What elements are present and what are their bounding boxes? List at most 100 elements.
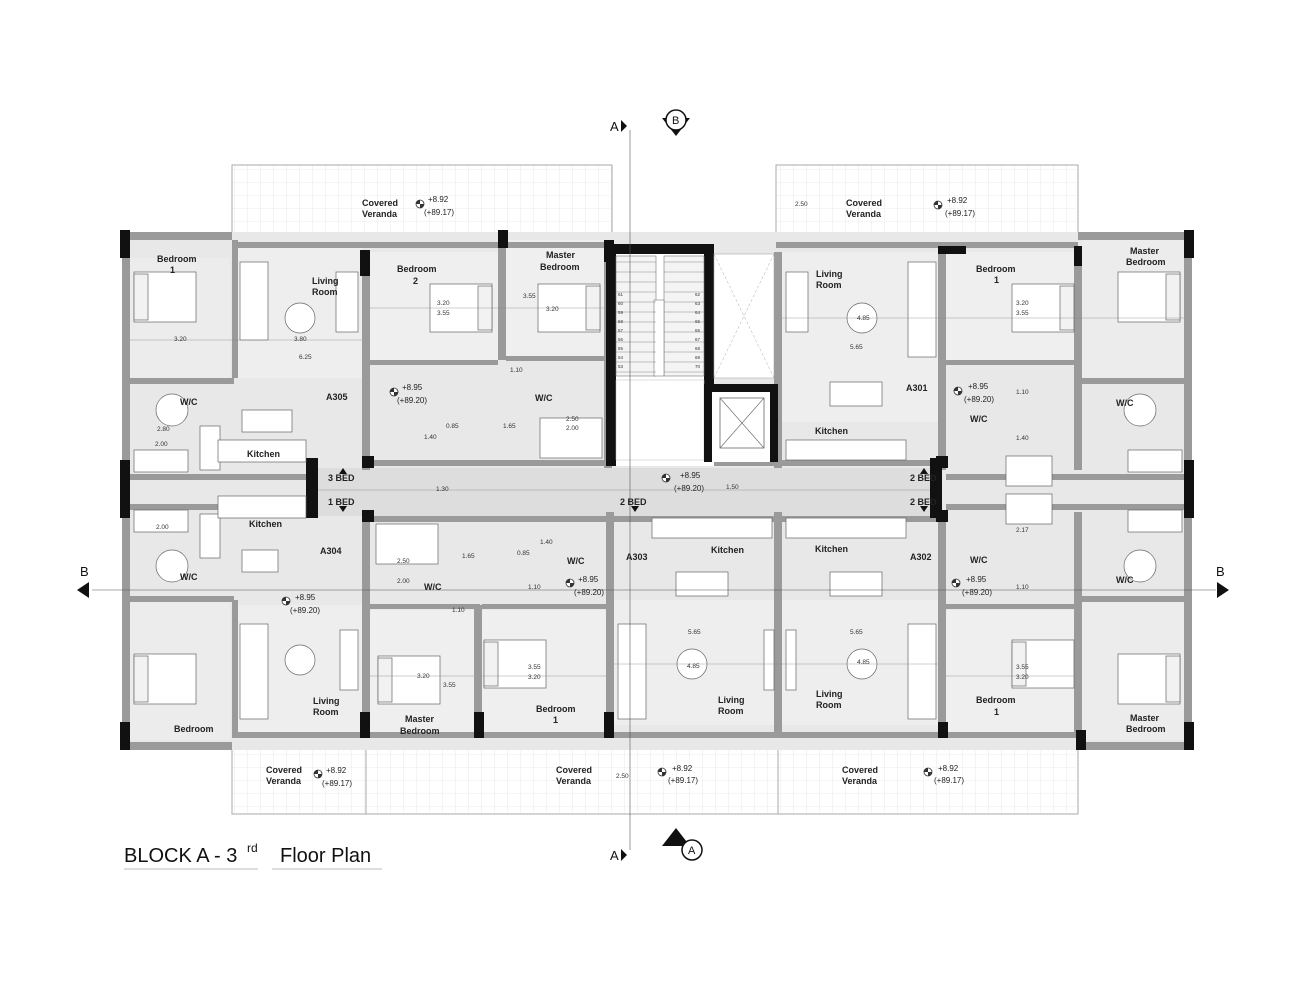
dim: 3.20: [1016, 674, 1029, 681]
dim: 5.65: [688, 629, 701, 636]
stair-core: [606, 244, 778, 466]
master-label: Master: [1130, 713, 1160, 723]
dim: 3.20: [546, 306, 559, 313]
dim: 0.85: [517, 550, 530, 557]
wc-label: W/C: [1116, 575, 1134, 585]
level-symbol: [281, 596, 291, 606]
dim: 2.00: [397, 578, 410, 585]
dim: 2.50: [795, 201, 808, 208]
wc-label: W/C: [567, 556, 585, 566]
dim: 3.55: [1016, 310, 1029, 317]
dim: 1.10: [1016, 584, 1029, 591]
dim: 2.50: [397, 558, 410, 565]
dim: 4.85: [857, 315, 870, 322]
veranda-label: Veranda: [556, 776, 592, 786]
dim: 1.65: [503, 423, 516, 430]
kitchen-label: Kitchen: [815, 426, 848, 436]
level-value: +8.92: [672, 764, 693, 773]
bedroom-label: Bedroom: [536, 704, 576, 714]
title-sup: rd: [247, 841, 258, 855]
wc-label: W/C: [180, 572, 198, 582]
dim: 1.40: [424, 434, 437, 441]
living-label: Living: [312, 276, 339, 286]
dim: 2.50: [566, 416, 579, 423]
level-symbol: [951, 578, 961, 588]
bedroom-number: 1: [170, 265, 175, 275]
dim: 3.55: [437, 310, 450, 317]
title-end: Floor Plan: [280, 845, 371, 867]
level-abs: (+89.20): [397, 396, 427, 405]
level-symbol: [933, 200, 943, 210]
section-b-left: B: [80, 564, 89, 579]
unit-a303: A303: [626, 552, 648, 562]
bedroom-label: Bedroom: [400, 726, 440, 736]
bedroom-label: Bedroom: [540, 262, 580, 272]
veranda-label: Veranda: [362, 209, 398, 219]
dim: 5.65: [850, 629, 863, 636]
level-abs: (+89.17): [934, 776, 964, 785]
stair-step-numbers: 61 60 59 58 57 56 55 54 53 62 63 64 65 6…: [618, 292, 701, 369]
dim: 2.00: [156, 524, 169, 531]
dim: 3.55: [443, 682, 456, 689]
kitchen-label: Kitchen: [711, 545, 744, 555]
wc-label: W/C: [535, 393, 553, 403]
level-symbol: [313, 769, 323, 779]
level-value: +8.95: [680, 471, 701, 480]
dim: 1.65: [462, 553, 475, 560]
veranda-label: Veranda: [842, 776, 878, 786]
dim: 6.25: [299, 354, 312, 361]
level-symbol: [415, 199, 425, 209]
wc-label: W/C: [180, 397, 198, 407]
dim: 3.20: [417, 673, 430, 680]
level-symbol: [661, 473, 671, 483]
wc-label: W/C: [970, 555, 988, 565]
master-label: Master: [1130, 246, 1160, 256]
level-abs: (+89.17): [668, 776, 698, 785]
dim: 2.80: [157, 426, 170, 433]
living-label: Living: [816, 269, 843, 279]
dim: 3.55: [523, 293, 536, 300]
section-a-bottom-circle: A: [688, 845, 696, 857]
level-symbol: [923, 767, 933, 777]
stair-num: 57: [618, 328, 624, 333]
unit-a304: A304: [320, 546, 342, 556]
level-symbol: [953, 386, 963, 396]
section-a-bottom: A: [610, 848, 619, 863]
stair-num: 59: [618, 310, 624, 315]
corridor-2bed: 2 BED: [910, 473, 937, 483]
level-symbol: [657, 767, 667, 777]
dim: 4.85: [857, 659, 870, 666]
dim: 1.10: [452, 607, 465, 614]
dim: 3.80: [294, 336, 307, 343]
veranda-label: Covered: [266, 765, 302, 775]
dim: 4.85: [687, 663, 700, 670]
stair-num: 58: [618, 319, 624, 324]
living-label: Room: [816, 280, 842, 290]
bedroom-label: Bedroom: [1126, 724, 1166, 734]
dim: 2.17: [1016, 527, 1029, 534]
stair-num: 63: [695, 301, 701, 306]
level-value: +8.95: [402, 383, 423, 392]
stair-num: 70: [695, 364, 701, 369]
dim: 1.30: [436, 486, 449, 493]
unit-labels: A305 A301 A304 A303 A302: [320, 383, 932, 562]
dim: 1.10: [1016, 389, 1029, 396]
level-value: +8.92: [428, 195, 449, 204]
corridor-2bed: 2 BED: [910, 497, 937, 507]
veranda-label: Covered: [842, 765, 878, 775]
level-abs: (+89.17): [424, 208, 454, 217]
veranda-label: Veranda: [846, 209, 882, 219]
structural-columns: [120, 230, 1194, 750]
dim: 1.40: [540, 539, 553, 546]
dim: 1.50: [726, 484, 739, 491]
veranda-label: Covered: [362, 198, 398, 208]
bedroom-label: Bedroom: [1126, 257, 1166, 267]
wc-label: W/C: [970, 414, 988, 424]
dim: 3.20: [437, 300, 450, 307]
section-b-top: B: [672, 115, 679, 127]
level-value: +8.92: [938, 764, 959, 773]
corridor-3bed: 3 BED: [328, 473, 355, 483]
stair-num: 54: [618, 355, 624, 360]
level-abs: (+89.20): [674, 484, 704, 493]
